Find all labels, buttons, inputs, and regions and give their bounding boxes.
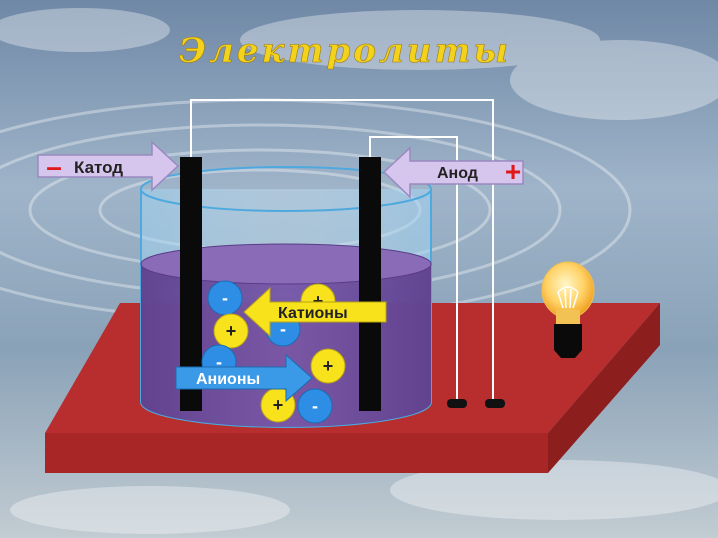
terminal-right — [485, 399, 505, 408]
ion-sign: + — [323, 356, 334, 376]
cathode-electrode — [180, 157, 202, 411]
solution-surface — [140, 243, 432, 285]
cloud-decoration — [0, 8, 718, 534]
ion-sign: - — [312, 396, 318, 416]
light-bulb-icon — [541, 261, 595, 358]
ion-sign: - — [216, 352, 222, 372]
anions-arrow: Анионы — [175, 353, 313, 403]
ion-anion: - — [297, 388, 333, 424]
cathode-text: Катод — [74, 158, 123, 177]
anions-text: Анионы — [196, 371, 260, 388]
ion-sign: - — [222, 288, 228, 308]
terminal-left — [447, 399, 467, 408]
ion-anion: - — [207, 280, 243, 316]
anode-electrode — [359, 157, 381, 411]
ion-sign: - — [280, 319, 286, 339]
cathode-sign: – — [46, 151, 62, 182]
anode-sign: + — [505, 156, 521, 187]
cathode-label: – Катод — [37, 140, 180, 192]
ion-cation: + — [213, 313, 249, 349]
ion-cation: + — [310, 348, 346, 384]
ion-sign: + — [273, 395, 284, 415]
cations-text: Катионы — [278, 305, 348, 322]
cations-arrow: Катионы — [243, 286, 387, 338]
ion-sign: + — [226, 321, 237, 341]
ion-sign: + — [313, 291, 324, 311]
page-title: Электролиты — [179, 31, 511, 71]
anode-label: Анод + — [382, 146, 524, 199]
beaker-rim — [140, 166, 432, 212]
anode-text: Анод — [437, 165, 478, 182]
circuit-wires — [190, 99, 494, 400]
